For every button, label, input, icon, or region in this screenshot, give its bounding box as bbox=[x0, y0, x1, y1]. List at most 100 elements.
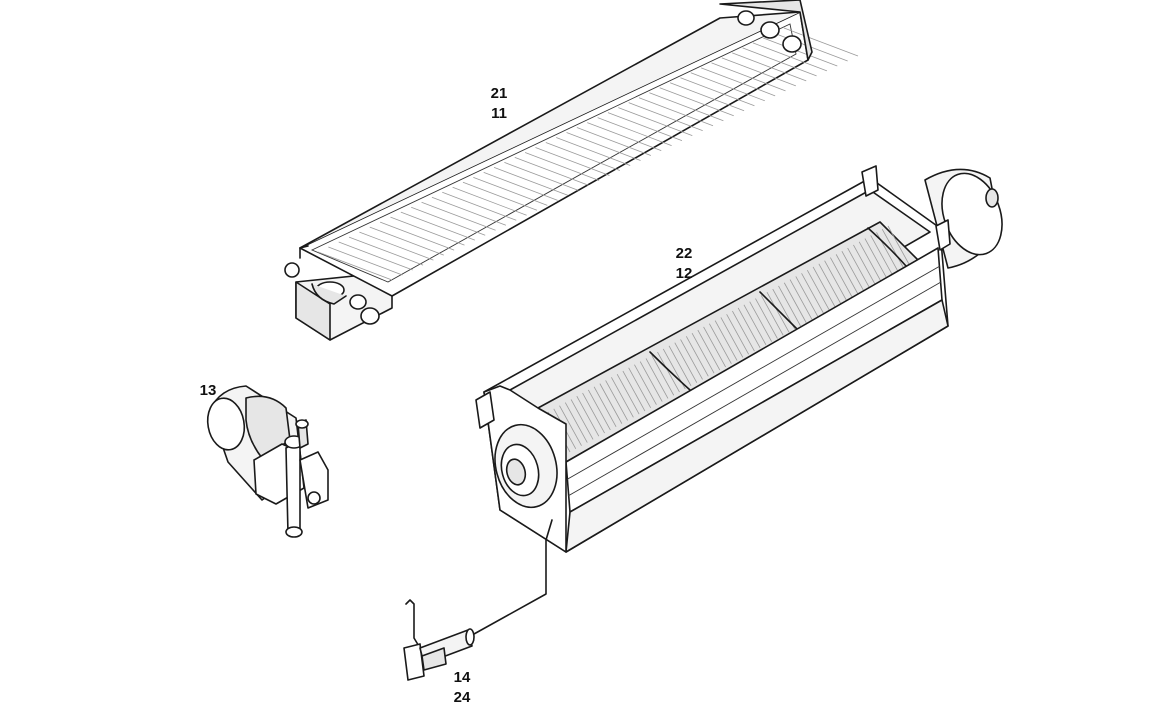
wheel-blade-line bbox=[743, 304, 767, 346]
wheel-blade-line bbox=[611, 377, 634, 418]
wheel-blade-line bbox=[737, 307, 761, 349]
callout-sensor-a: 14 bbox=[453, 669, 471, 686]
wheel-blade-line bbox=[616, 373, 640, 415]
wheel-blade-line bbox=[887, 225, 911, 267]
callout-water-valve: 13 bbox=[199, 382, 217, 399]
temperature-sensor bbox=[403, 599, 475, 681]
wheel-blade-line bbox=[864, 238, 888, 279]
core-fin-line bbox=[690, 72, 765, 102]
wheel-blade-line bbox=[801, 273, 824, 314]
core-fin-line bbox=[742, 47, 817, 77]
core-fin-line bbox=[535, 147, 610, 176]
core-fin-line bbox=[390, 216, 465, 246]
water-valve bbox=[206, 385, 329, 538]
core-fin-line bbox=[711, 62, 786, 92]
core-fin-line bbox=[566, 132, 641, 161]
core-fin-line bbox=[514, 157, 589, 186]
heater-core bbox=[284, 0, 859, 341]
callout-sensor-b: 24 bbox=[453, 689, 471, 706]
core-fin-line bbox=[452, 186, 527, 216]
wheel-blade-line bbox=[858, 241, 882, 282]
wheel-blade-line bbox=[605, 380, 628, 421]
core-fin-line bbox=[442, 191, 517, 221]
core-fin-line bbox=[473, 176, 548, 206]
wheel-blade-line bbox=[789, 279, 813, 320]
wheel-blade-line bbox=[634, 364, 657, 405]
callout-heater-core-b: 11 bbox=[491, 105, 507, 122]
core-fin-line bbox=[556, 137, 631, 166]
wheel-blade-line bbox=[564, 402, 588, 443]
wheel-blade-line bbox=[628, 367, 652, 409]
wheel-blade-line bbox=[835, 254, 859, 295]
core-fin-line bbox=[659, 87, 734, 117]
wheel-blade-line bbox=[714, 320, 738, 361]
wheel-blade-line bbox=[651, 355, 675, 396]
core-fin-line bbox=[338, 241, 413, 271]
wheel-blade-line bbox=[709, 323, 732, 364]
core-fin-line bbox=[763, 37, 838, 67]
wheel-blade-line bbox=[639, 361, 663, 402]
core-fin-line bbox=[618, 107, 693, 137]
wheel-blade-line bbox=[587, 389, 611, 431]
core-fin-line bbox=[493, 167, 569, 196]
wheel-blade-line bbox=[749, 301, 773, 342]
core-fin-line bbox=[669, 82, 745, 112]
core-fin-line bbox=[369, 226, 444, 256]
wheel-blade-line bbox=[881, 228, 905, 270]
core-fin-line bbox=[701, 67, 776, 97]
core-fin-line bbox=[752, 42, 828, 72]
wheel-blade-line bbox=[778, 285, 801, 327]
wheel-blade-line bbox=[760, 295, 784, 336]
core-fin-line bbox=[607, 112, 683, 141]
wheel-blade-line bbox=[680, 339, 703, 380]
core-fin-line bbox=[576, 127, 652, 156]
core-fin-line bbox=[783, 27, 859, 57]
core-fin-line bbox=[400, 211, 475, 241]
core-fin-line bbox=[649, 92, 724, 122]
wheel-blade-line bbox=[812, 266, 836, 308]
blower-assembly bbox=[473, 165, 1003, 635]
wheel-blade-line bbox=[726, 314, 749, 355]
core-fin-line bbox=[431, 196, 507, 226]
wheel-blade-line bbox=[685, 336, 709, 377]
wheel-blade-line bbox=[755, 298, 778, 339]
core-fin-line bbox=[638, 97, 714, 127]
wheel-blade-line bbox=[593, 386, 617, 427]
wheel-blade-line bbox=[795, 276, 819, 317]
core-fin-line bbox=[379, 221, 455, 251]
core-fin-line bbox=[411, 206, 486, 236]
wheel-blade-line bbox=[818, 263, 842, 305]
wheel-blade-line bbox=[599, 383, 623, 424]
core-fin-line bbox=[348, 236, 424, 266]
core-fin-line bbox=[587, 122, 662, 151]
wheel-blade-line bbox=[766, 292, 790, 333]
wheel-blade-line bbox=[691, 332, 715, 374]
wheel-blade-line bbox=[657, 351, 680, 393]
wheel-blade-line bbox=[622, 370, 646, 412]
wheel-blade-line bbox=[668, 345, 692, 386]
wheel-blade-line bbox=[582, 392, 605, 434]
wheel-blade-line bbox=[732, 310, 755, 352]
wheel-blade-line bbox=[853, 244, 876, 286]
callout-blower-b: 12 bbox=[675, 265, 693, 282]
wheel-blade-line bbox=[830, 257, 853, 298]
wheel-blade-line bbox=[841, 251, 865, 292]
core-fin-line bbox=[317, 251, 393, 281]
core-fin-line bbox=[359, 231, 434, 261]
core-fin-line bbox=[462, 181, 538, 211]
callout-heater-core-a: 21 bbox=[490, 85, 508, 102]
wheel-blade-line bbox=[824, 260, 847, 301]
wheel-blade-line bbox=[847, 247, 871, 289]
wheel-blade-line bbox=[783, 282, 807, 323]
wheel-blade-line bbox=[697, 329, 721, 371]
core-fin-line bbox=[504, 162, 579, 191]
core-fin-line bbox=[597, 117, 672, 146]
core-fin-line bbox=[524, 152, 600, 181]
wheel-blade-line bbox=[720, 317, 744, 358]
wheel-blade-line bbox=[674, 342, 698, 383]
core-fin-line bbox=[328, 246, 403, 276]
core-fin-line bbox=[483, 171, 558, 201]
wheel-blade-line bbox=[703, 326, 726, 368]
core-fin-line bbox=[421, 201, 496, 231]
